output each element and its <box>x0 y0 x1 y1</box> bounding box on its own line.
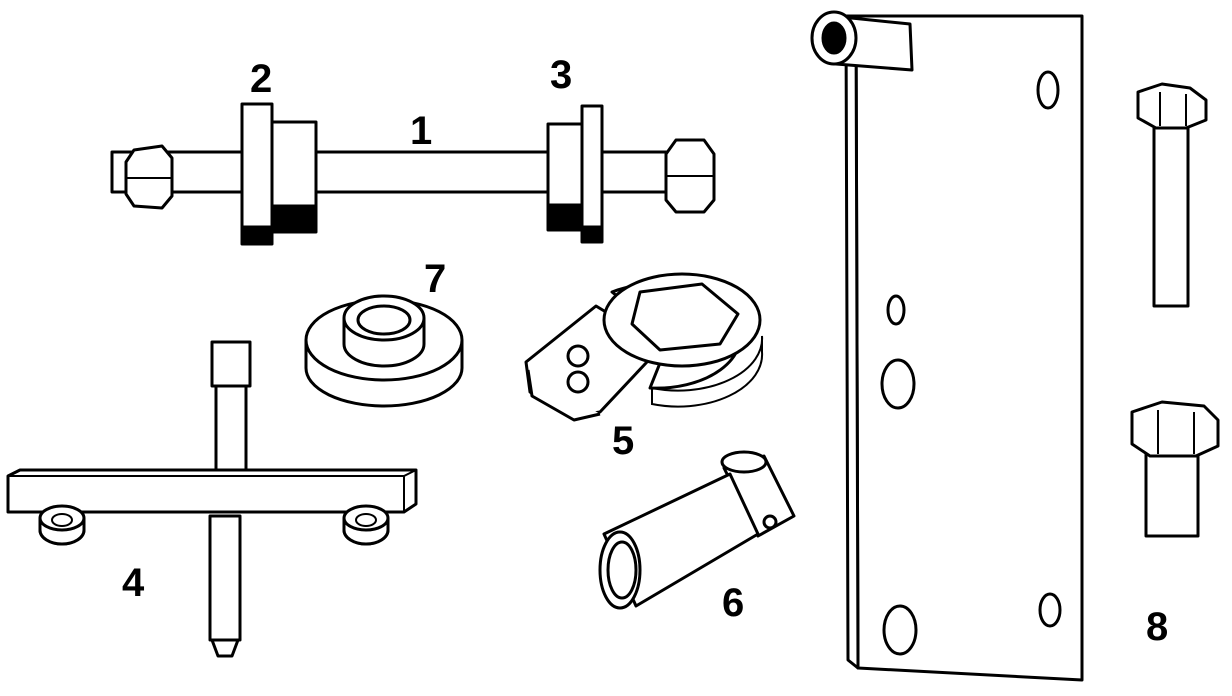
threaded-spindle-tool <box>110 102 716 246</box>
callout-8: 8 <box>1146 605 1168 649</box>
callout-1: 1 <box>410 109 432 153</box>
ring-spanner-tool <box>524 272 764 422</box>
stepped-bushing-tool <box>304 294 464 408</box>
socket-tool <box>598 450 796 610</box>
upper-stud <box>214 376 248 476</box>
long-bolt <box>1136 82 1208 308</box>
bar-puller-tool <box>6 340 418 658</box>
holding-plate-tool <box>810 10 1220 682</box>
flange-piece-2 <box>240 102 318 246</box>
callout-4: 4 <box>122 561 145 605</box>
callout-3: 3 <box>550 53 572 97</box>
threaded-rod <box>110 150 714 194</box>
flange-piece-3 <box>546 104 604 244</box>
callout-7: 7 <box>424 257 446 301</box>
callout-6: 6 <box>722 581 744 625</box>
callout-2: 2 <box>250 57 272 101</box>
short-bolt <box>1130 400 1220 538</box>
lower-stud <box>208 514 242 642</box>
callout-5: 5 <box>612 419 634 463</box>
